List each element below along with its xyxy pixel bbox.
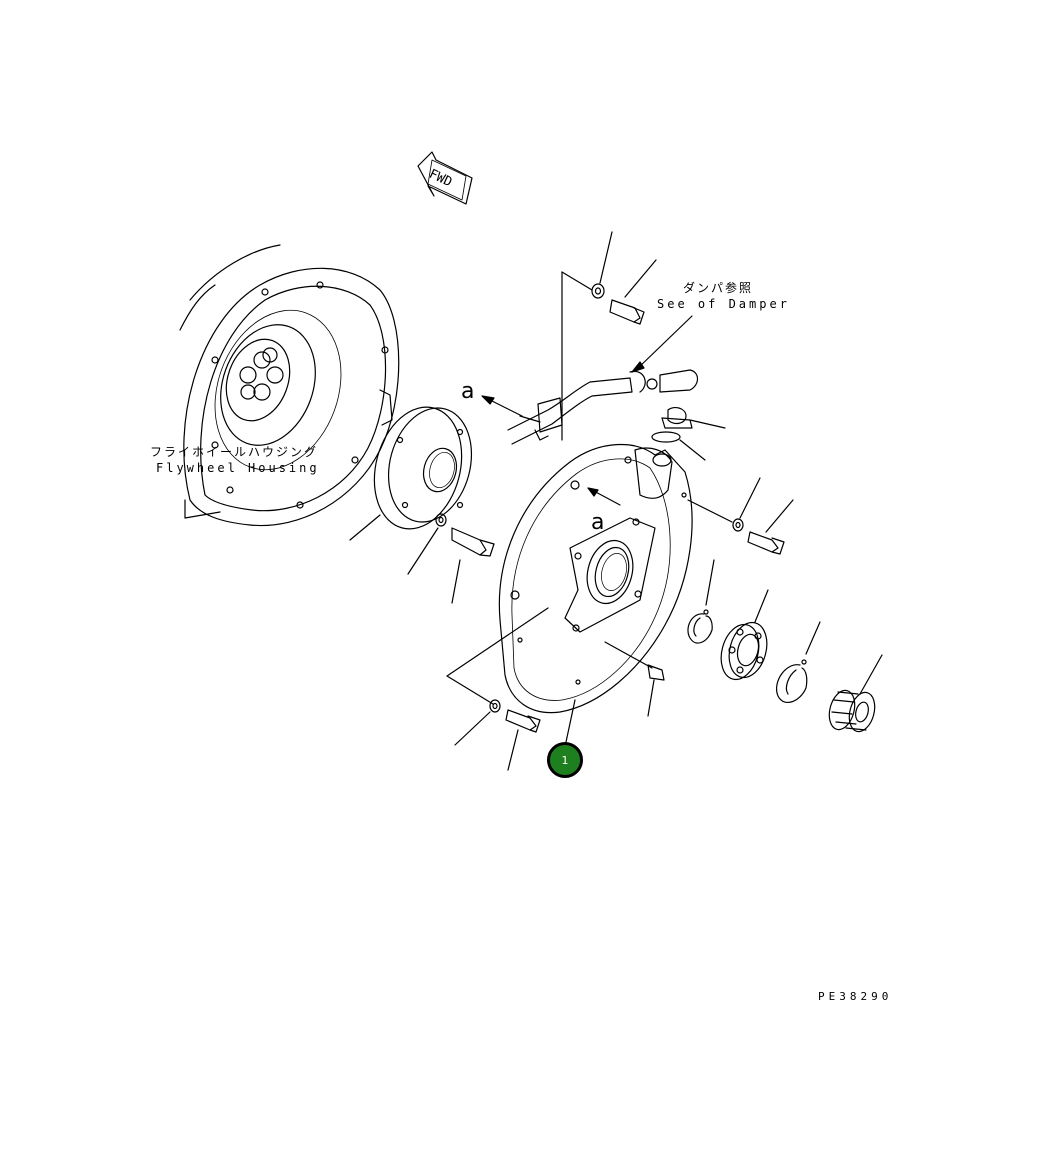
snap-ring-upper	[687, 559, 715, 644]
bolt-lower-left	[446, 607, 665, 771]
bearing	[720, 589, 769, 681]
reference-a-upper: a	[461, 379, 475, 404]
damper-label-jp: ダンパ参照	[683, 281, 754, 295]
damper-hose	[481, 231, 726, 461]
bolt-left	[407, 513, 495, 604]
fwd-arrow-icon: FWD	[417, 151, 473, 205]
spline-gear	[828, 654, 883, 733]
drawing-code: PE38290	[818, 990, 893, 1003]
adapter-flange	[349, 406, 473, 541]
housing-label-en: Flywheel Housing	[156, 461, 320, 475]
callout-part-1[interactable]: 1	[547, 742, 583, 778]
housing-label-jp: フライホイールハウジング	[150, 445, 319, 459]
pump-body	[498, 444, 693, 743]
snap-ring-lower	[776, 621, 821, 704]
reference-a-lower: a	[591, 510, 605, 535]
flywheel-housing	[179, 244, 400, 527]
bolt-right	[687, 477, 794, 555]
damper-label-en: See of Damper	[657, 297, 790, 311]
